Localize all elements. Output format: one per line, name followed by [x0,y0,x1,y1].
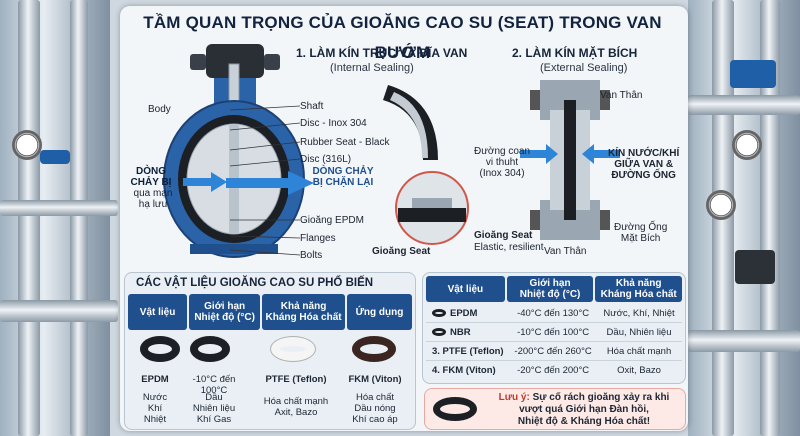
row-temp: -40°C đến 130°C [517,307,590,319]
actuator-top [206,44,264,78]
valve-body-icon [735,250,775,284]
callout-lines [230,105,301,256]
material-temp: -10°C đến 100°C [192,374,236,396]
torn-seal-icon [433,397,477,421]
note-text: Lưu ý: Sự cố rách gioăng xảy ra khi vượt… [498,392,670,427]
label-disc-inox: Disc - Inox 304 [300,118,367,129]
background-pipe [688,95,800,115]
label-disc-316: Disc (316L) [300,154,352,165]
epdm-ring-icon [140,336,180,362]
row-material: EPDM [426,308,510,319]
table-row: NBR -10°C đến 100°C Dầu, Nhiên liệu [426,323,682,342]
warning-note: Lưu ý: Sự cố rách gioăng xảy ra khi vượt… [424,388,686,430]
ptfe-ring-icon [270,336,316,362]
pressure-gauge-icon [732,130,762,160]
section2-subheading: (External Sealing) [540,62,628,74]
label-shaft: Shaft [300,101,324,112]
flow-blocked-arrow [226,171,314,195]
flow-in-arrow [183,172,227,192]
seat-description: Elastic, resilient [474,242,544,253]
background-pipe [0,300,118,322]
table-row: 4. FKM (Viton) -20°C đến 200°C Oxit, Baz… [426,361,682,380]
row-temp: -20°C đến 200°C [517,365,590,376]
background-pipe [0,200,118,216]
row-chem: Nước, Khí, Nhiệt [603,307,675,319]
ring-icon [432,327,446,336]
seat-label-right: Gioăng Seat [474,230,533,241]
header-use: Ứng dụng [346,294,413,330]
table-row: 3. PTFE (Teflon) -200°C đến 260°C Hóa ch… [426,342,682,361]
right-table-body: EPDM -40°C đến 130°C Nước, Khí, Nhiệt NB… [426,304,682,380]
pressure-gauge-icon [706,190,736,220]
seat-label-left: Gioăng Seat [372,246,431,257]
label-epdm-seal: Gioăng EPDM [300,215,364,226]
row-chem: Dầu, Nhiên liệu [606,326,672,338]
page-title: TẦM QUAN TRỌNG CỦA GIOĂNG CAO SU (SEAT) … [143,13,662,62]
material-ptfe: PTFE (Teflon) [265,374,327,385]
section2-heading: 2. LÀM KÍN MẶT BÍCH [512,46,638,60]
seat-closeup-top [383,85,438,160]
section1-heading: 1. LÀM KÍN TRỤC VÀ ĐĨA VAN [296,46,468,60]
row-temp: -10°C đến 100°C [517,326,590,338]
background-pipe [18,0,40,436]
valve-handle-icon [40,150,70,164]
seat-closeup-magnified [395,171,469,245]
ring-icon [432,308,446,317]
butterfly-valve-diagram [163,44,305,258]
pressure-gauge-icon [12,130,42,160]
fkm-ring-icon [352,336,396,362]
material-fkm: FKM (Viton) [348,374,402,385]
header-material: Vật liệu [128,294,188,330]
background-pipe [70,0,88,436]
table-row: EPDM -40°C đến 130°C Nước, Khí, Nhiệt [426,304,682,323]
flange-top-label: Van Thân [600,90,643,101]
section1-subheading: (Internal Sealing) [330,62,414,74]
row-chem: Hóa chất mạnh [606,345,672,357]
flange-bottom [190,244,278,254]
row-chem: Oxit, Bazo [617,365,661,376]
row-material: 3. PTFE (Teflon) [432,345,504,357]
materials-heading: CÁC VẬT LIỆU GIOĂNG CAO SU PHỔ BIẾN [136,277,374,289]
material-epdm: EPDM [141,374,169,385]
label-flanges: Flanges [300,233,336,244]
note-prefix: Lưu ý: [498,392,530,403]
row-material: 4. FKM (Viton) [432,365,496,376]
left-background [0,0,110,436]
label-bolts: Bolts [300,250,323,261]
flange-seal-diagram [520,80,620,240]
label-body: Body [148,104,171,115]
valve-actuator-icon [730,60,776,88]
nbr-ring-icon [190,336,230,362]
background-pipe [688,330,800,352]
rheader-material: Vật liệu [426,276,505,302]
row-temp: -200°C đến 260°C [514,345,592,357]
label-rubber-seat: Rubber Seat - Black [300,137,390,148]
row-material: NBR [426,327,510,338]
flange-bottom-left: Van Thân [544,246,587,257]
